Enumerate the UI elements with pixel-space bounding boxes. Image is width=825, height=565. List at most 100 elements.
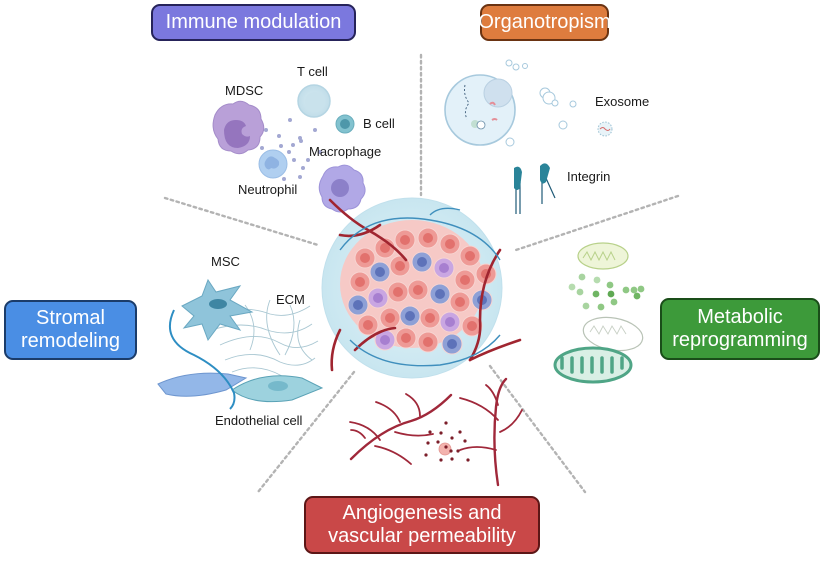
- cell-nucleus: [465, 251, 475, 261]
- metabolite-dot: [622, 286, 630, 294]
- section-title-line2: reprogramming: [672, 329, 808, 351]
- label-neutrophil: Neutrophil: [238, 182, 298, 197]
- mitochondrion-large-icon: [553, 346, 633, 384]
- cell-nucleus: [395, 261, 405, 271]
- b-cell-icon: [335, 114, 355, 134]
- mitochondrion-small-icon: [577, 242, 629, 270]
- section-angiogenesis: Angiogenesis and vascular permeability: [304, 496, 540, 554]
- t-cell-icon: [297, 84, 331, 118]
- endothelial-cell-icon: [157, 372, 324, 403]
- cell-nucleus: [467, 321, 477, 331]
- label-integrin: Integrin: [567, 169, 611, 184]
- section-title-line2: vascular permeability: [328, 525, 516, 547]
- label-mdsc: MDSC: [225, 83, 264, 98]
- cell-nucleus: [400, 235, 410, 245]
- immune-cells-illustration: [212, 84, 366, 213]
- section-metabolic-reprogramming: Metabolic reprogramming: [660, 298, 820, 360]
- cell-nucleus: [385, 313, 395, 323]
- tumor-lymphatics: [339, 207, 501, 367]
- cell-nucleus: [425, 313, 435, 323]
- label-exosome: Exosome: [595, 94, 650, 109]
- tumor-vessels: [328, 198, 522, 372]
- metabolite-dot: [607, 290, 615, 298]
- cell-nucleus: [445, 239, 455, 249]
- metabolite-dot: [592, 290, 600, 298]
- section-title-line1: Angiogenesis and: [342, 502, 502, 525]
- divider-lines: [163, 53, 680, 494]
- cell-nucleus: [423, 337, 433, 347]
- cell-nucleus: [447, 339, 457, 349]
- msc-cell-icon: [181, 278, 254, 342]
- metabolite-dot: [637, 285, 645, 293]
- cell-nucleus: [435, 289, 445, 299]
- divider-lower-left: [256, 370, 356, 494]
- lymphatic-vessel-icon: [169, 309, 236, 410]
- label-ecm: ECM: [276, 292, 305, 307]
- cell-nucleus: [363, 320, 373, 330]
- cell-nucleus: [373, 293, 383, 303]
- cell-nucleus: [375, 267, 385, 277]
- metabolic-illustration: [553, 242, 645, 384]
- label-macrophage: Macrophage: [309, 144, 382, 159]
- cell-nucleus: [405, 311, 415, 321]
- divider-upper-right: [514, 194, 680, 252]
- cell-nucleus: [423, 233, 433, 243]
- mdsc-cell-icon: [212, 100, 265, 155]
- metabolite-dot: [606, 281, 614, 289]
- cell-nucleus: [413, 285, 423, 295]
- blood-vessel-right-icon: [459, 377, 523, 487]
- cell-nucleus: [417, 257, 427, 267]
- organotropism-illustration: [444, 59, 613, 214]
- ecm-fibers: [211, 299, 319, 377]
- tumor-core-icon: [321, 197, 522, 379]
- cell-nucleus: [439, 263, 449, 273]
- metabolite-dot: [597, 303, 605, 311]
- extravasation-dots: [424, 421, 470, 462]
- metabolite-dot: [593, 276, 601, 284]
- divider-lower-right: [488, 364, 587, 494]
- leak-site-icon: [438, 442, 452, 456]
- metabolite-dot: [610, 298, 618, 306]
- cell-nucleus: [401, 333, 411, 343]
- section-title: Organotropism: [478, 11, 611, 34]
- section-stromal-remodeling: Stromal remodeling: [4, 300, 137, 360]
- macrophage-icon: [318, 164, 366, 213]
- section-title-line2: remodeling: [21, 330, 120, 352]
- integrin-icon: [514, 163, 556, 214]
- cell-nucleus: [353, 300, 363, 310]
- tumor-cells: [347, 227, 497, 355]
- metabolite-dot: [576, 288, 584, 296]
- metabolite-dot: [568, 283, 576, 291]
- blood-vessel-left-icon: [349, 393, 453, 465]
- cell-nucleus: [355, 277, 365, 287]
- cell-nucleus: [460, 275, 470, 285]
- label-t-cell: T cell: [297, 64, 328, 79]
- exosome-vesicles: [505, 59, 577, 147]
- section-title-line1: Metabolic: [697, 306, 783, 329]
- metabolite-dots: [568, 273, 645, 311]
- secreting-cell-icon: [444, 74, 516, 146]
- cell-nucleus: [455, 297, 465, 307]
- metabolite-dot: [633, 292, 641, 300]
- cell-nucleus: [360, 253, 370, 263]
- cell-nucleus: [445, 317, 455, 327]
- metabolite-dot: [630, 286, 638, 294]
- cell-nucleus: [380, 243, 390, 253]
- neutrophil-icon: [258, 149, 288, 179]
- cell-nucleus: [393, 287, 403, 297]
- stromal-illustration: [157, 278, 324, 410]
- section-title-line1: Stromal: [36, 307, 105, 330]
- label-b-cell: B cell: [363, 116, 395, 131]
- label-endothelial-cell: Endothelial cell: [215, 413, 303, 428]
- divider-upper-left: [163, 196, 320, 247]
- cytokine-dots: [260, 118, 322, 181]
- metabolite-dot: [582, 302, 590, 310]
- metabolite-dot: [578, 273, 586, 281]
- cell-nucleus: [380, 335, 390, 345]
- section-immune-modulation: Immune modulation: [151, 4, 356, 41]
- section-title: Immune modulation: [165, 11, 342, 34]
- section-organotropism: Organotropism: [478, 4, 611, 41]
- angiogenesis-illustration: [349, 377, 523, 487]
